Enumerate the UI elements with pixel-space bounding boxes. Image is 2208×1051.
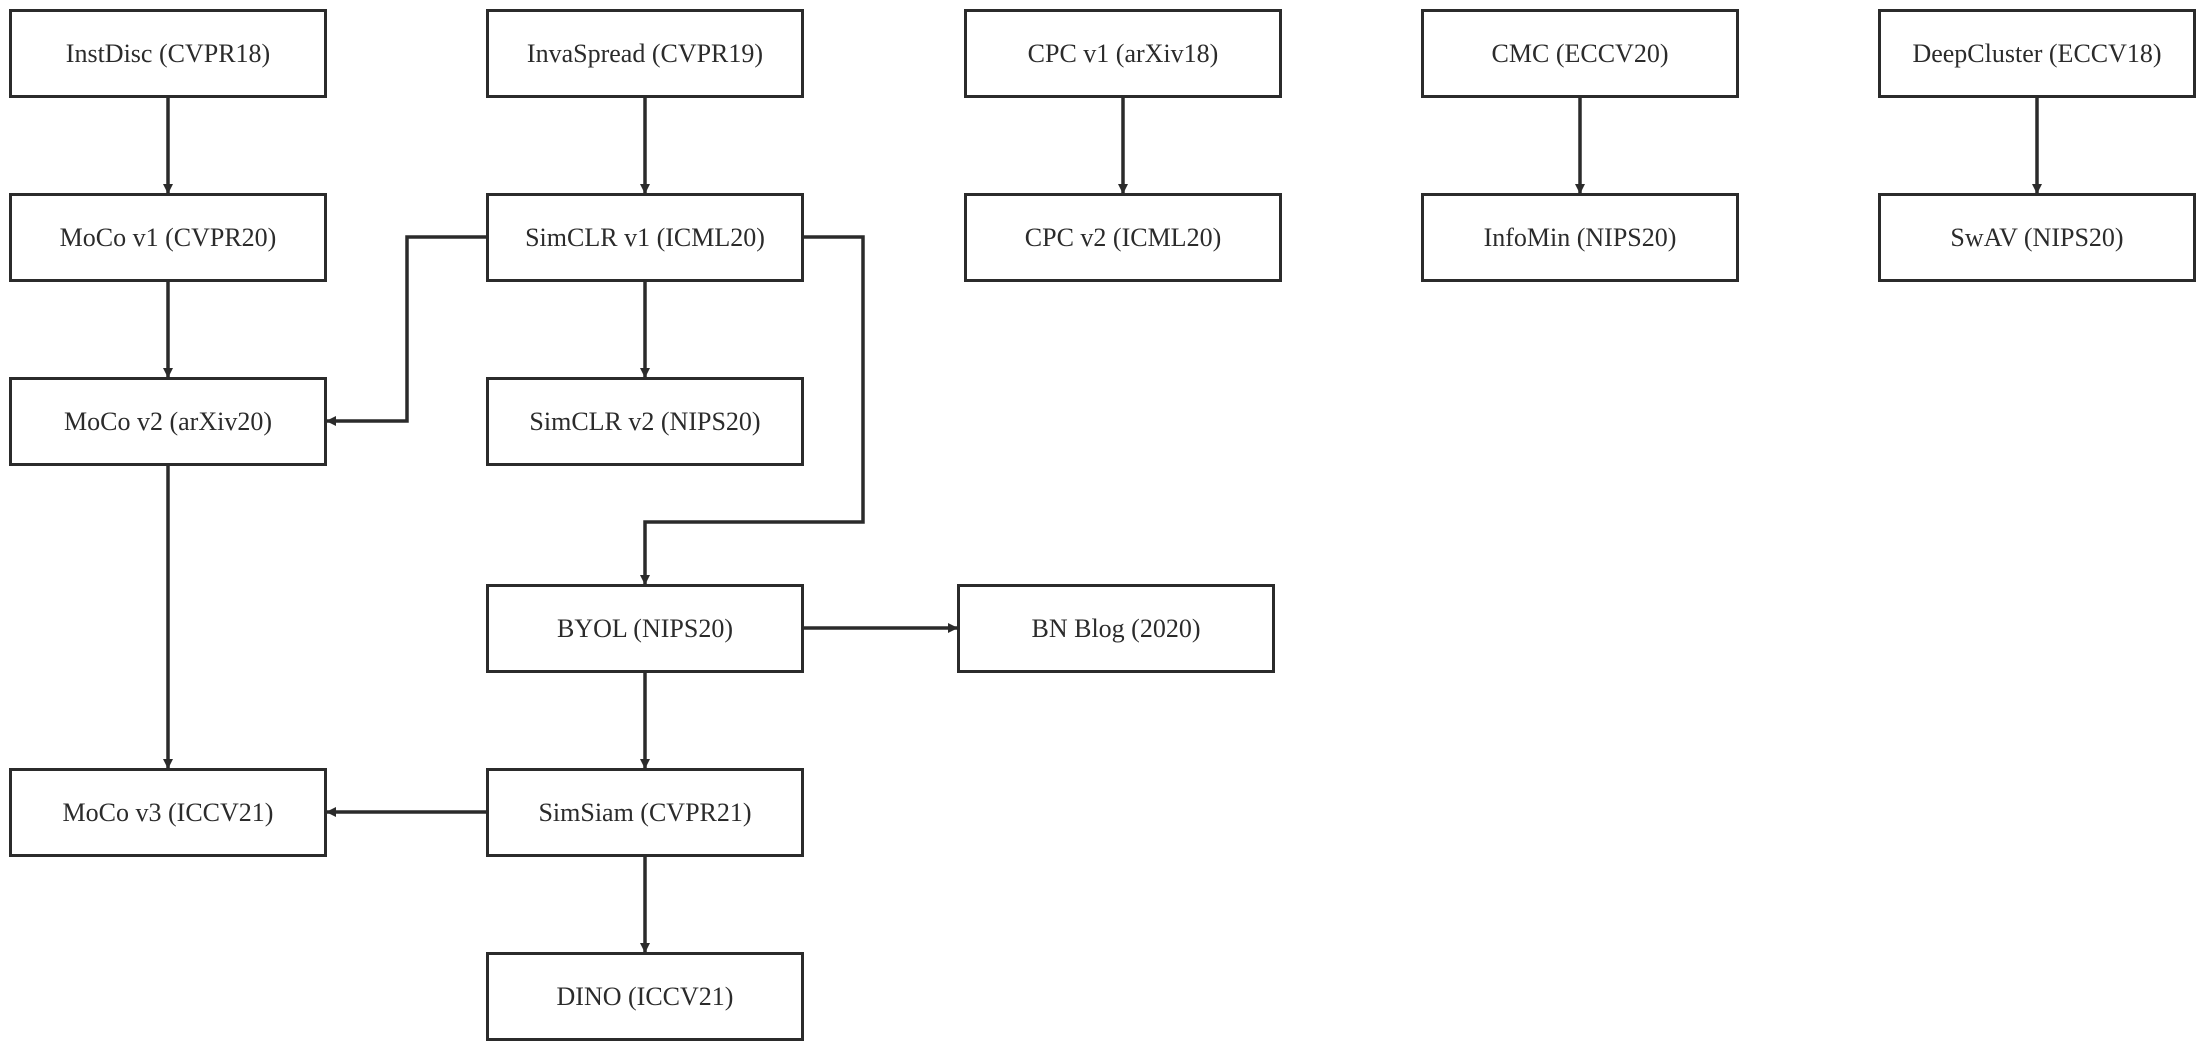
node-label: CMC (ECCV20): [1491, 38, 1669, 68]
node-label: SwAV (NIPS20): [1950, 222, 2124, 252]
node-label: CPC v2 (ICML20): [1024, 222, 1222, 252]
node-invaspread: InvaSpread (CVPR19): [486, 9, 804, 98]
node-instdisc: InstDisc (CVPR18): [9, 9, 327, 98]
node-label: SimCLR v1 (ICML20): [525, 222, 765, 252]
node-label: BN Blog (2020): [1031, 613, 1201, 643]
node-swav: SwAV (NIPS20): [1878, 193, 2196, 282]
edge-simclrv1-to-byol: [640, 235, 865, 585]
node-simsiam: SimSiam (CVPR21): [486, 768, 804, 857]
node-label: BYOL (NIPS20): [557, 613, 733, 643]
node-dino: DINO (ICCV21): [486, 952, 804, 1041]
node-label: DINO (ICCV21): [556, 981, 734, 1011]
node-label: MoCo v2 (arXiv20): [64, 406, 272, 436]
node-label: SimSiam (CVPR21): [538, 797, 752, 827]
node-cmc: CMC (ECCV20): [1421, 9, 1739, 98]
node-label: CPC v1 (arXiv18): [1027, 38, 1219, 68]
node-moco-v3: MoCo v3 (ICCV21): [9, 768, 327, 857]
node-label: DeepCluster (ECCV18): [1912, 38, 2162, 68]
node-cpc-v2: CPC v2 (ICML20): [964, 193, 1282, 282]
node-label: InvaSpread (CVPR19): [526, 38, 764, 68]
node-label: MoCo v1 (CVPR20): [59, 222, 277, 252]
node-byol: BYOL (NIPS20): [486, 584, 804, 673]
node-bn-blog: BN Blog (2020): [957, 584, 1275, 673]
node-label: MoCo v3 (ICCV21): [62, 797, 274, 827]
node-label: InstDisc (CVPR18): [65, 38, 271, 68]
node-infomin: InfoMin (NIPS20): [1421, 193, 1739, 282]
node-cpc-v1: CPC v1 (arXiv18): [964, 9, 1282, 98]
node-simclr-v1: SimCLR v1 (ICML20): [486, 193, 804, 282]
node-label: SimCLR v2 (NIPS20): [529, 406, 761, 436]
node-moco-v2: MoCo v2 (arXiv20): [9, 377, 327, 466]
node-simclr-v2: SimCLR v2 (NIPS20): [486, 377, 804, 466]
node-moco-v1: MoCo v1 (CVPR20): [9, 193, 327, 282]
node-label: InfoMin (NIPS20): [1483, 222, 1677, 252]
edge-simclrv1-to-mocov2: [326, 235, 486, 426]
node-deepcluster: DeepCluster (ECCV18): [1878, 9, 2196, 98]
